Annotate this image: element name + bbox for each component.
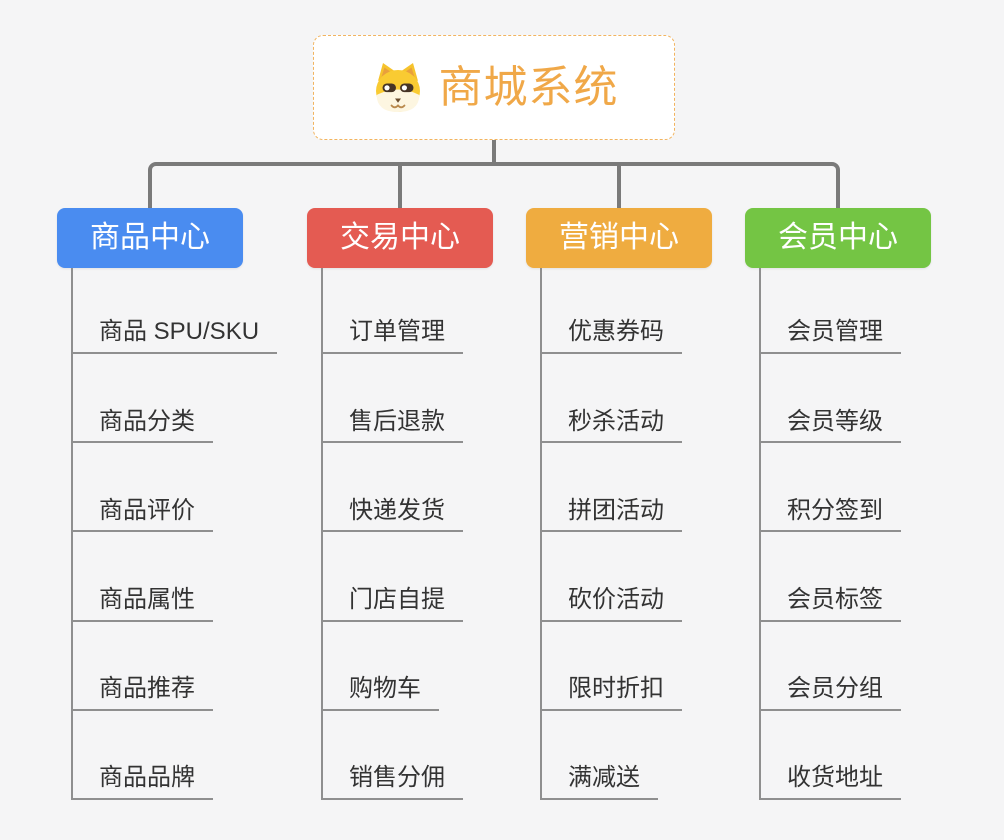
branch-child-list: 商品 SPU/SKU 商品分类商品评价商品属性商品推荐商品品牌 [57,268,278,800]
root-node[interactable]: 商城系统 [313,35,675,140]
branch-child-list: 优惠券码秒杀活动拼团活动砍价活动限时折扣满减送 [526,268,712,800]
child-node-label: 砍价活动 [568,585,664,613]
child-node-label: 限时折扣 [568,675,664,703]
child-node[interactable]: 优惠券码 [540,268,682,354]
child-node[interactable]: 购物车 [321,622,439,711]
branch-connector-drop [398,162,402,208]
child-node-label: 会员分组 [787,675,883,703]
child-node-label: 秒杀活动 [568,407,664,435]
child-node-label: 商品推荐 [99,675,195,703]
child-node[interactable]: 商品品牌 [71,711,213,800]
child-node-label: 满减送 [568,764,640,792]
root-connector-stem [492,140,496,166]
child-node[interactable]: 销售分佣 [321,711,463,800]
child-node[interactable]: 门店自提 [321,532,463,622]
branch-column: 商品中心 商品 SPU/SKU 商品分类商品评价商品属性商品推荐商品品牌 [57,208,278,800]
child-node[interactable]: 会员分组 [759,622,901,711]
child-node-label: 会员标签 [787,585,883,613]
child-node-label: 门店自提 [349,585,445,613]
child-node[interactable]: 积分签到 [759,443,901,533]
child-node-label: 快递发货 [349,496,445,524]
child-node[interactable]: 会员管理 [759,268,901,354]
branch-child-list: 会员管理会员等级积分签到会员标签会员分组收货地址 [745,268,931,800]
child-node-label: 商品 SPU/SKU [99,318,260,346]
child-node-label: 订单管理 [349,318,445,346]
branch-node[interactable]: 商品中心 [57,208,243,268]
child-node-label: 商品分类 [99,407,195,435]
child-node[interactable]: 商品评价 [71,443,213,533]
child-node[interactable]: 商品属性 [71,532,213,622]
child-node[interactable]: 售后退款 [321,354,463,444]
child-node[interactable]: 商品 SPU/SKU [71,268,278,354]
child-node-label: 会员等级 [787,407,883,435]
branch-node[interactable]: 营销中心 [526,208,712,268]
branch-node-label: 交易中心 [340,221,460,254]
branch-column: 会员中心 会员管理会员等级积分签到会员标签会员分组收货地址 [745,208,931,800]
child-node-label: 商品评价 [99,496,195,524]
branch-child-connector [540,268,542,800]
child-node[interactable]: 拼团活动 [540,443,682,533]
child-node[interactable]: 砍价活动 [540,532,682,622]
child-node[interactable]: 商品分类 [71,354,213,444]
child-node-label: 商品品牌 [99,764,195,792]
child-node-label: 销售分佣 [349,764,445,792]
child-node-label: 购物车 [349,675,421,703]
child-node[interactable]: 会员等级 [759,354,901,444]
child-node-label: 售后退款 [349,407,445,435]
child-node[interactable]: 订单管理 [321,268,463,354]
branch-column: 营销中心 优惠券码秒杀活动拼团活动砍价活动限时折扣满减送 [526,208,712,800]
branch-child-connector [759,268,761,800]
branch-node-label: 会员中心 [778,221,898,254]
child-node-label: 会员管理 [787,318,883,346]
branch-node-label: 营销中心 [559,221,679,254]
branch-node-label: 商品中心 [90,221,210,254]
branch-column: 交易中心 订单管理售后退款快递发货门店自提购物车销售分佣 [307,208,493,800]
branch-node[interactable]: 交易中心 [307,208,493,268]
child-node[interactable]: 商品推荐 [71,622,213,711]
child-node-label: 商品属性 [99,585,195,613]
child-node[interactable]: 限时折扣 [540,622,682,711]
branch-child-connector [321,268,323,800]
branch-connector-rail [148,162,840,208]
root-node-label: 商城系统 [438,62,619,112]
child-node[interactable]: 收货地址 [759,711,901,800]
child-node[interactable]: 会员标签 [759,532,901,622]
child-node[interactable]: 秒杀活动 [540,354,682,444]
child-node-label: 积分签到 [787,496,883,524]
branch-connector-drop [617,162,621,208]
child-node[interactable]: 快递发货 [321,443,463,533]
branch-child-connector [71,268,73,800]
child-node-label: 收货地址 [787,764,883,792]
child-node[interactable]: 满减送 [540,711,658,800]
child-node-label: 拼团活动 [568,496,664,524]
child-node-label: 优惠券码 [568,318,664,346]
dog-face-icon [370,60,426,116]
branch-child-list: 订单管理售后退款快递发货门店自提购物车销售分佣 [307,268,493,800]
branch-node[interactable]: 会员中心 [745,208,931,268]
